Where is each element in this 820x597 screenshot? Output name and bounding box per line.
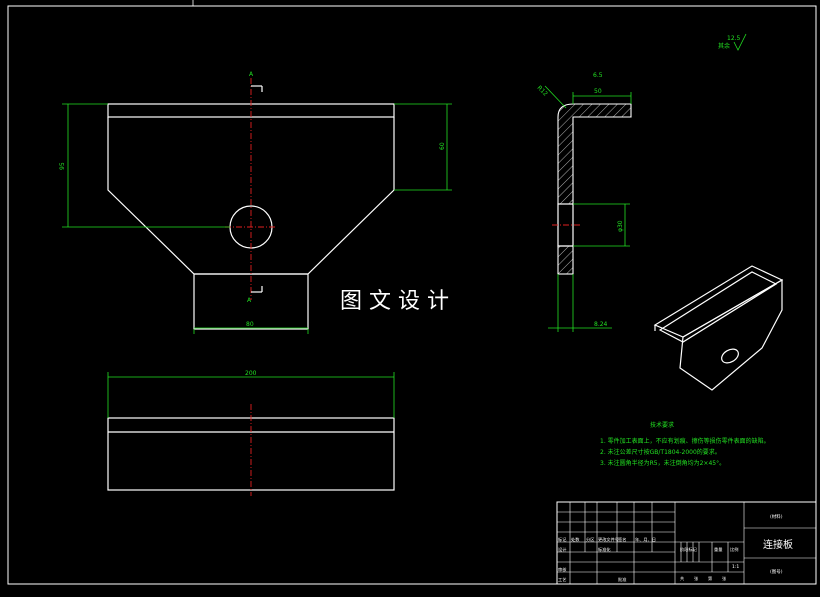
- svg-text:A: A: [249, 71, 254, 78]
- svg-text:标准化: 标准化: [598, 546, 611, 553]
- svg-text:其余: 其余: [718, 42, 730, 50]
- dim-flange-width: 50: [594, 88, 602, 95]
- svg-text:12.5: 12.5: [727, 35, 741, 42]
- scale-value: 1:1: [732, 564, 739, 570]
- svg-text:第: 第: [708, 575, 712, 582]
- svg-text:批准: 批准: [618, 576, 626, 583]
- svg-text:年、月、日: 年、月、日: [635, 536, 656, 543]
- svg-text:分区: 分区: [586, 536, 594, 543]
- top-view: 200: [107, 370, 395, 496]
- tech-title: 技术要求: [650, 421, 674, 429]
- dim-hole-dia: φ30: [617, 220, 624, 232]
- svg-text:张: 张: [694, 575, 699, 582]
- svg-text:张: 张: [722, 575, 727, 582]
- side-section-view: φ30 50 6.5 R12 8.24: [536, 72, 632, 332]
- svg-text:签名: 签名: [618, 536, 626, 543]
- front-view: A A: [107, 71, 395, 330]
- dim-left-height: 95: [59, 162, 66, 170]
- front-dimensions: 95 60 80: [59, 103, 452, 334]
- tech-note-2: 2. 未注公差尺寸按GB/T1804-2000的要求。: [600, 448, 721, 456]
- dim-overall-width: 200: [245, 370, 257, 377]
- dim-top-note: 6.5: [593, 72, 603, 79]
- tech-note-1: 1. 零件加工表面上，不应有划痕、擦伤等损伤零件表面的缺陷。: [600, 437, 770, 445]
- drawing-border: [7, 5, 817, 585]
- svg-text:阶段标记: 阶段标记: [680, 546, 698, 553]
- svg-text:标记: 标记: [558, 536, 567, 543]
- dim-right-height: 60: [439, 142, 446, 150]
- part-name: 连接板: [763, 538, 793, 551]
- svg-text:更改文件号: 更改文件号: [598, 536, 619, 543]
- technical-requirements: 技术要求 1. 零件加工表面上，不应有划痕、擦伤等损伤零件表面的缺陷。 2. 未…: [600, 421, 770, 467]
- roughness-symbol: 12.5 其余: [718, 33, 747, 51]
- dim-thickness: 8.24: [594, 321, 608, 328]
- tech-note-3: 3. 未注圆角半径为R5，未注倒角均为2×45°。: [600, 459, 725, 467]
- drawing-number: (图号): [770, 569, 783, 575]
- svg-text:工艺: 工艺: [558, 577, 566, 582]
- title-block: 标记 处数 分区 更改文件号 签名 年、月、日 设计 审核 工艺 标准化 批准 …: [556, 501, 817, 585]
- dim-radius: R12: [536, 84, 549, 97]
- svg-text:审核: 审核: [558, 566, 567, 573]
- svg-text:A: A: [247, 297, 252, 304]
- isometric-view: [653, 265, 784, 391]
- iso-hole: [721, 348, 739, 364]
- svg-text:共: 共: [680, 575, 684, 582]
- material-placeholder: (材料): [770, 513, 783, 520]
- svg-text:比例: 比例: [730, 546, 738, 553]
- svg-text:重量: 重量: [714, 546, 722, 553]
- watermark-text: 图 文 设 计: [340, 289, 449, 314]
- svg-text:处数: 处数: [571, 536, 580, 543]
- dim-bottom-width: 80: [246, 321, 254, 328]
- svg-text:设计: 设计: [558, 546, 566, 553]
